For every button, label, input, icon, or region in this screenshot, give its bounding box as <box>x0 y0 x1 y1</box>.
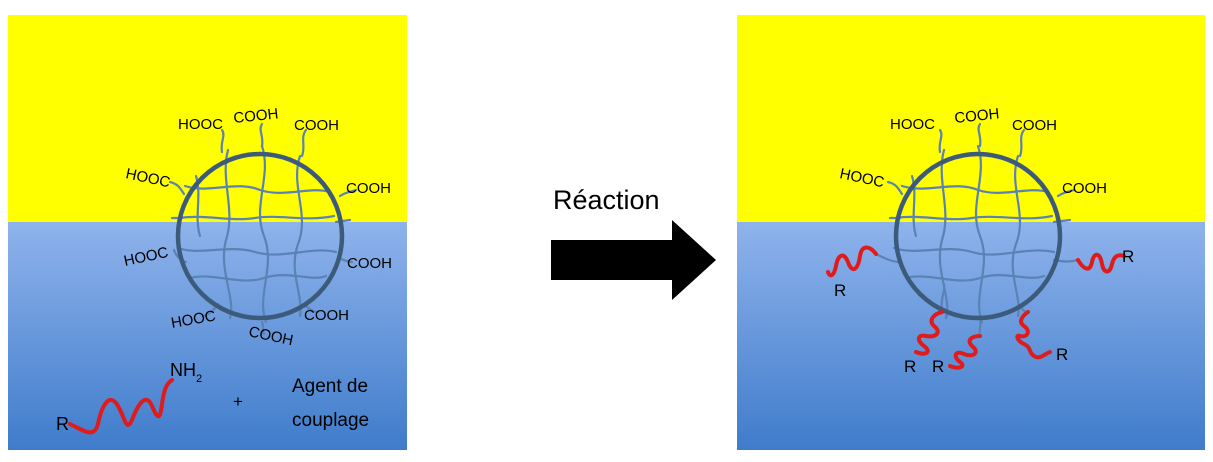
amine-label: NH2 <box>170 360 202 385</box>
r-group-label: R <box>904 357 916 376</box>
coupling-agent-line1: Agent de <box>292 376 368 397</box>
group-label: COOH <box>954 105 1001 127</box>
group-label: COOH <box>1012 117 1057 134</box>
after-panel: HOOC COOH COOH HOOC COOH R R R R R <box>737 15 1205 450</box>
ligand-chain <box>826 245 878 278</box>
amine-reagent: R NH2 + Agent de couplage <box>56 360 369 435</box>
r-group-label: R <box>1056 345 1068 364</box>
arrow-icon <box>551 220 716 300</box>
grafted-ligands <box>826 245 1126 370</box>
nanoparticle <box>893 151 1063 321</box>
plus-sign: + <box>233 392 243 411</box>
before-panel: HOOC COOH COOH HOOC COOH HOOC COOH HOOC … <box>8 15 407 450</box>
polymer-network <box>176 144 338 324</box>
group-label: COOH <box>233 105 280 127</box>
water-phase <box>737 222 1205 450</box>
polymer-network <box>892 144 1056 324</box>
ligand-chain <box>1076 252 1126 274</box>
r-group-label: R <box>1122 247 1134 266</box>
ligand-chain <box>1015 310 1052 360</box>
reaction-arrow: Réaction <box>551 185 716 300</box>
r-group-labels: R R R R R <box>834 247 1134 376</box>
reaction-label: Réaction <box>553 185 660 215</box>
r-group-label: R <box>56 414 69 434</box>
carboxyl-labels: HOOC COOH COOH HOOC COOH <box>838 105 1107 197</box>
group-label: COOH <box>304 307 349 324</box>
ligand-chain <box>948 334 982 370</box>
group-label: COOH <box>346 180 391 197</box>
nanoparticle <box>175 151 345 321</box>
ligand-chain <box>914 310 944 356</box>
group-label: COOH <box>1062 180 1107 197</box>
group-label: HOOC <box>890 116 935 133</box>
coupling-agent-line2: couplage <box>292 410 369 431</box>
r-group-label: R <box>834 281 846 300</box>
r-group-label: R <box>932 357 944 376</box>
ligand-chain <box>68 378 174 435</box>
group-label: COOH <box>347 255 392 272</box>
group-label: COOH <box>294 117 339 134</box>
group-label: HOOC <box>178 116 223 133</box>
